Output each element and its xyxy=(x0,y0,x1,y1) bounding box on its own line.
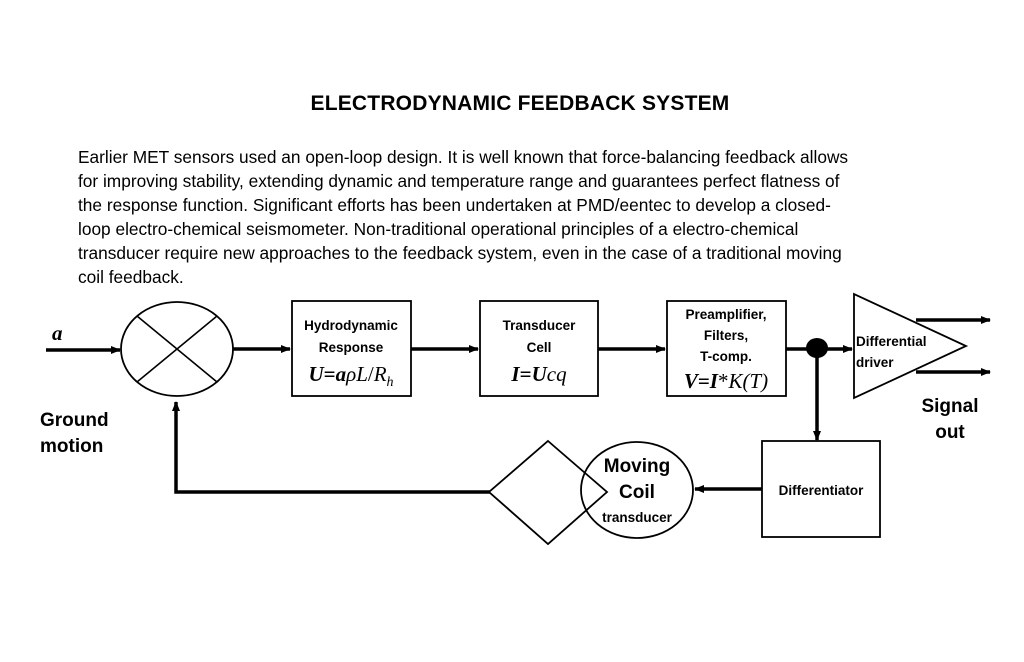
svg-text:T-comp.: T-comp. xyxy=(700,349,752,364)
svg-text:Coil: Coil xyxy=(619,482,655,503)
page-title: ELECTRODYNAMIC FEEDBACK SYSTEM xyxy=(310,92,730,115)
svg-text:Cell: Cell xyxy=(527,340,552,355)
hydrodynamic-formula: U=aρL/Rh xyxy=(308,362,393,390)
svg-text:Filters,: Filters, xyxy=(704,328,748,343)
svg-text:Differential: Differential xyxy=(856,334,927,349)
transducer-cell-block: Transducer Cell I=Ucq xyxy=(479,300,599,397)
svg-text:Preamplifier,: Preamplifier, xyxy=(685,307,766,322)
input-symbol: a xyxy=(52,321,63,345)
svg-text:driver: driver xyxy=(856,355,894,370)
paragraph-line: the response function. Significant effor… xyxy=(78,195,831,215)
intro-paragraph: Earlier MET sensors used an open-loop de… xyxy=(78,145,993,289)
paragraph-line: loop electro-chemical seismometer. Non-t… xyxy=(78,219,799,239)
svg-text:Transducer: Transducer xyxy=(503,318,577,333)
summing-junction xyxy=(120,301,234,397)
moving-coil-transducer: Moving Coil transducer xyxy=(580,441,694,539)
feedback-path xyxy=(172,401,490,494)
paragraph-line: for improving stability, extending dynam… xyxy=(78,171,840,191)
signal-out-label: out xyxy=(935,422,965,443)
feedback-diamond xyxy=(487,439,609,546)
paragraph-line: coil feedback. xyxy=(78,267,184,287)
hydrodynamic-response-block: Hydrodynamic Response U=aρL/Rh xyxy=(291,300,412,397)
svg-text:Moving: Moving xyxy=(604,456,671,477)
differential-driver: Differential driver xyxy=(853,292,969,400)
svg-text:Hydrodynamic: Hydrodynamic xyxy=(304,318,398,333)
differentiator-block: Differentiator xyxy=(761,440,881,538)
preamplifier-block: Preamplifier, Filters, T-comp. V=I*K(T) xyxy=(666,300,787,397)
ground-motion-label: motion xyxy=(40,436,103,457)
paragraph-line: Earlier MET sensors used an open-loop de… xyxy=(78,147,849,167)
svg-text:Differentiator: Differentiator xyxy=(779,483,865,498)
take-off-node xyxy=(806,338,828,358)
ground-motion-label: Ground xyxy=(40,410,109,431)
preamplifier-formula: V=I*K(T) xyxy=(684,369,768,393)
signal-out-label: Signal xyxy=(921,396,978,417)
transducer-formula: I=Ucq xyxy=(510,362,567,386)
paragraph-line: transducer require new approaches to the… xyxy=(78,243,842,263)
svg-text:transducer: transducer xyxy=(602,510,673,525)
svg-text:Response: Response xyxy=(319,340,384,355)
